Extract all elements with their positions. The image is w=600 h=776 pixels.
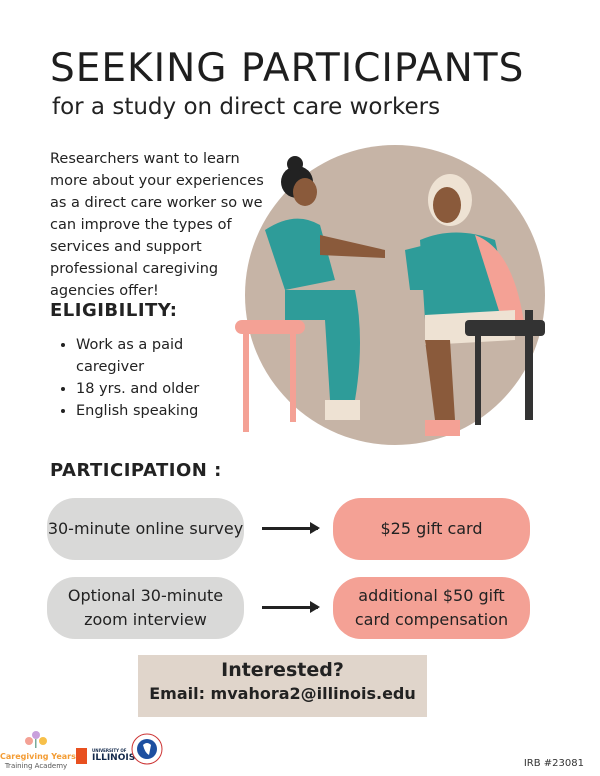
irb-number: IRB #23081 bbox=[523, 758, 584, 769]
eligibility-heading: ELIGIBILITY: bbox=[50, 300, 178, 321]
illinois-block-i-icon bbox=[76, 748, 87, 764]
subtitle: for a study on direct care workers bbox=[52, 94, 441, 120]
reward-gift-card: $25 gift card bbox=[333, 498, 530, 560]
eligibility-item: Work as a paid caregiver bbox=[76, 334, 236, 378]
background-circle bbox=[245, 145, 545, 445]
caregiver-illustration bbox=[235, 145, 545, 445]
eligibility-item: English speaking bbox=[76, 400, 236, 422]
caregiving-years-subtitle: Training Academy bbox=[4, 762, 68, 770]
eligibility-item: 18 yrs. and older bbox=[76, 378, 236, 400]
page-title: SEEKING PARTICIPANTS bbox=[50, 46, 525, 91]
contact-email[interactable]: Email: mvahora2@illinois.edu bbox=[149, 684, 416, 703]
arrow-right-icon bbox=[262, 601, 320, 613]
task-survey: 30-minute online survey bbox=[47, 498, 244, 560]
participation-heading: PARTICIPATION : bbox=[50, 460, 222, 481]
task-interview: Optional 30-minute zoom interview bbox=[47, 577, 244, 639]
contact-question: Interested? bbox=[221, 659, 344, 681]
caregiving-years-logo: Caregiving Years Training Academy bbox=[0, 730, 76, 771]
intro-text: Researchers want to learn more about you… bbox=[50, 151, 264, 299]
contact-box: Interested? Email: mvahora2@illinois.edu bbox=[138, 655, 427, 717]
reward-additional: additional $50 gift card compensation bbox=[333, 577, 530, 639]
flowers-icon bbox=[25, 731, 47, 748]
caregiving-years-name: Caregiving Years bbox=[0, 752, 76, 761]
arrow-right-icon bbox=[262, 522, 320, 534]
eligibility-list: Work as a paid caregiver 18 yrs. and old… bbox=[58, 334, 236, 422]
illinois-logo: UNIVERSITY OF ILLINOIS bbox=[92, 748, 136, 763]
georgia-state-seal-icon bbox=[131, 733, 163, 765]
